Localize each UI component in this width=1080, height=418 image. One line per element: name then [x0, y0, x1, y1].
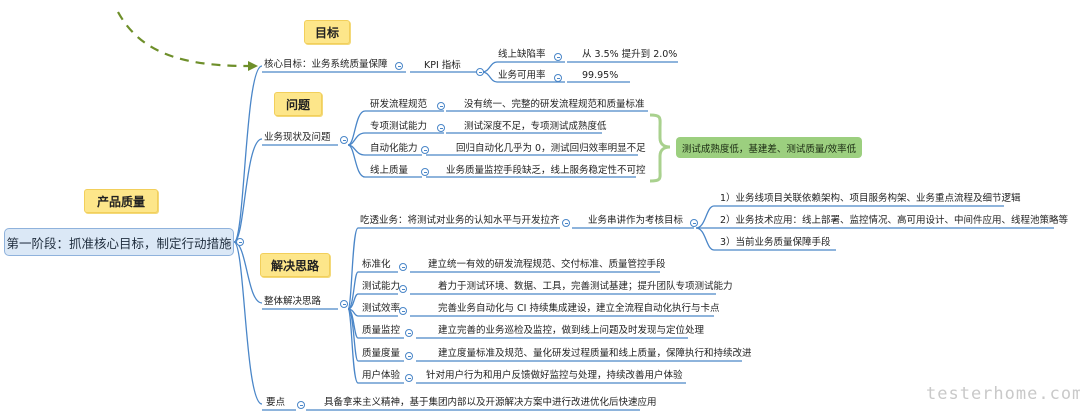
- overall-item-toggle[interactable]: [405, 374, 413, 382]
- overall-item-toggle[interactable]: [399, 307, 407, 315]
- overall-item-desc[interactable]: 针对用户行为和用户反馈做好监控与处理，持续改善用户体验: [426, 370, 683, 381]
- understand-main-toggle[interactable]: [562, 219, 570, 227]
- status-item-toggle[interactable]: [437, 124, 445, 132]
- overall-item-label[interactable]: 标准化: [362, 259, 391, 270]
- status-item-label[interactable]: 专项测试能力: [370, 121, 428, 132]
- understand-item[interactable]: 1）业务线项目关联依赖架构、项目服务构架、业务重点流程及细节逻辑: [720, 193, 1021, 204]
- status-main-label[interactable]: 业务现状及问题: [264, 132, 331, 143]
- overall-item-label[interactable]: 质量度量: [362, 348, 401, 359]
- kpi-toggle[interactable]: [476, 68, 484, 76]
- edge-kpi-avail: [481, 71, 498, 83]
- overall-item-label[interactable]: 测试效率: [362, 303, 401, 314]
- status-item-label[interactable]: 自动化能力: [370, 143, 418, 154]
- status-item-desc[interactable]: 业务质量监控手段缺乏，线上服务稳定性不可控: [446, 165, 646, 176]
- sticky-problem: 问题: [274, 92, 322, 116]
- dashed-arrow: [117, 11, 249, 68]
- edge-root-goal: [233, 65, 263, 243]
- understand-main-label[interactable]: 吃透业务：将测试对业务的认知水平与开发拉齐: [360, 215, 560, 226]
- understand-item[interactable]: 3）当前业务质量保障手段: [720, 237, 831, 248]
- status-item-label[interactable]: 线上质量: [370, 165, 409, 176]
- overall-item-toggle[interactable]: [405, 329, 413, 337]
- kpi-label[interactable]: KPI 指标: [424, 60, 461, 71]
- overall-item-toggle[interactable]: [399, 263, 407, 271]
- sticky-goal: 目标: [304, 20, 350, 44]
- defect-rate-label[interactable]: 线上缺陷率: [498, 49, 546, 60]
- understand-sub-toggle[interactable]: [690, 219, 698, 227]
- edge-root-status: [233, 138, 263, 243]
- status-item-desc[interactable]: 测试深度不足，专项测试成熟度低: [464, 121, 607, 132]
- overall-item-desc[interactable]: 完善业务自动化与 CI 持续集成建设，建立全流程自动化执行与卡点: [438, 303, 720, 314]
- availability-label[interactable]: 业务可用率: [498, 70, 546, 81]
- overall-item-desc[interactable]: 着力于测试环境、数据、工具，完善测试基建；提升团队专项测试能力: [438, 281, 733, 292]
- keypoint-toggle[interactable]: [297, 401, 305, 409]
- overall-item-label[interactable]: 测试能力: [362, 281, 401, 292]
- understand-item[interactable]: 2）业务技术应用：线上部署、监控情况、高可用设计、中间件应用、线程池策略等: [720, 215, 1069, 226]
- dashed-arrow-head: [248, 61, 258, 71]
- overall-item-label[interactable]: 质量监控: [362, 325, 401, 336]
- keypoint-desc[interactable]: 具备拿来主义精神，基于集团内部以及开源解决方案中进行改进优化后快速应用: [324, 397, 657, 408]
- understand-sub-label[interactable]: 业务串讲作为考核目标: [588, 215, 684, 226]
- defect-rate-toggle[interactable]: [554, 53, 562, 61]
- edge-kpi-defect: [481, 61, 498, 73]
- status-item-label[interactable]: 研发流程规范: [370, 99, 428, 110]
- overall-item-desc[interactable]: 建立完善的业务巡检及监控，做到线上问题及时发现与定位处理: [438, 325, 705, 336]
- overall-main-label[interactable]: 整体解决思路: [264, 296, 322, 307]
- edge-root-keypoint: [233, 241, 263, 405]
- root-node[interactable]: 第一阶段：抓准核心目标，制定行动措施: [4, 228, 234, 256]
- watermark-text: testerhome.com: [926, 384, 1080, 404]
- status-item-toggle[interactable]: [437, 102, 445, 110]
- overall-item-desc[interactable]: 建立统一有效的研发流程规范、交付标准、质量管控手段: [428, 259, 666, 270]
- status-item-desc[interactable]: 回归自动化几乎为 0，测试回归效率明显不足: [456, 143, 646, 154]
- availability-value[interactable]: 99.95%: [582, 70, 619, 81]
- status-item-toggle[interactable]: [421, 146, 429, 154]
- overall-item-label[interactable]: 用户体验: [362, 370, 401, 381]
- sticky-solution: 解决思路: [260, 253, 330, 277]
- sticky-product-quality: 产品质量: [84, 189, 158, 213]
- defect-rate-value[interactable]: 从 3.5% 提升到 2.0%: [582, 49, 678, 60]
- overall-main-toggle[interactable]: [340, 300, 348, 308]
- availability-toggle[interactable]: [554, 74, 562, 82]
- keypoint-main-label[interactable]: 要点: [266, 397, 286, 408]
- status-main-toggle[interactable]: [340, 136, 348, 144]
- status-item-toggle[interactable]: [421, 168, 429, 176]
- summary-bracket: [649, 113, 671, 183]
- overall-item-desc[interactable]: 建立度量标准及规范、量化研发过程质量和线上质量，保障执行和持续改进: [438, 348, 752, 359]
- status-item-desc[interactable]: 没有统一、完整的研发流程规范和质量标准: [464, 99, 645, 110]
- overall-item-toggle[interactable]: [405, 352, 413, 360]
- root-collapse-toggle[interactable]: [236, 238, 244, 246]
- status-summary-box[interactable]: 测试成熟度低，基建差、测试质量/效率低: [676, 137, 862, 158]
- goal-main-toggle[interactable]: [395, 62, 403, 70]
- goal-main-label[interactable]: 核心目标：业务系统质量保障: [264, 59, 388, 70]
- overall-item-toggle[interactable]: [399, 285, 407, 293]
